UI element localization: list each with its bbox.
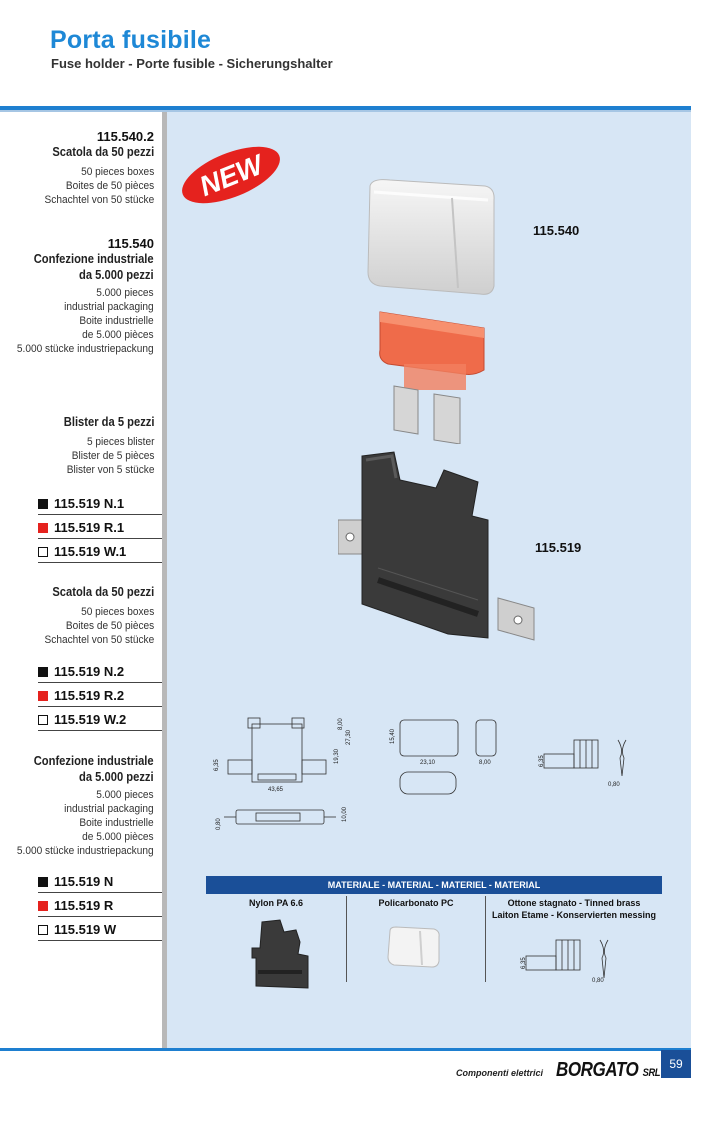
- variant-red: 115.519 R.1: [38, 520, 162, 539]
- block-heading: da 5.000 pezzi: [79, 769, 154, 784]
- block-line: 50 pieces boxes: [80, 166, 154, 178]
- block-heading: Scatola da 50 pezzi: [52, 144, 155, 159]
- white-swatch-icon: [38, 925, 48, 935]
- top-rule: [0, 106, 691, 110]
- block-line: Boites de 50 pièces: [65, 620, 154, 632]
- holder-drawing: 6,35 19,30 27,30 8,00 43,65 0,80 10,00: [214, 717, 352, 830]
- material-polycarbonate: Policarbonato PC: [378, 898, 454, 908]
- block-line: Schachtel von 50 stücke: [44, 194, 154, 206]
- block-line: industrial packaging: [64, 301, 154, 313]
- variant-black: 115.519 N.1: [38, 496, 162, 515]
- svg-text:8,00: 8,00: [479, 760, 491, 766]
- svg-text:6,35: 6,35: [521, 957, 527, 969]
- block-heading: da 5.000 pezzi: [79, 267, 154, 282]
- block-line: Boites de 50 pièces: [65, 180, 154, 192]
- sidebar-block-5: Confezione industriale da 5.000 pezzi 5.…: [5, 753, 154, 858]
- block-line: Boite industrielle: [79, 817, 154, 829]
- column-divider: [485, 896, 486, 982]
- svg-text:0,80: 0,80: [592, 978, 604, 984]
- svg-text:15,40: 15,40: [390, 728, 396, 744]
- polycarbonate-cover-image: [387, 926, 440, 968]
- block-heading: Scatola da 50 pezzi: [52, 584, 155, 599]
- fuse-cover-image: [367, 179, 495, 295]
- red-swatch-icon: [38, 691, 48, 701]
- page-title: Porta fusibile: [50, 26, 212, 54]
- black-swatch-icon: [38, 667, 48, 677]
- svg-text:6,35: 6,35: [539, 755, 545, 767]
- sidebar-block-2: 115.540 Confezione industriale da 5.000 …: [5, 236, 154, 356]
- svg-text:23,10: 23,10: [420, 760, 436, 766]
- block-heading: Blister da 5 pezzi: [63, 414, 154, 429]
- block-line: 50 pieces boxes: [80, 606, 154, 618]
- fuse-holder-image: [338, 451, 535, 641]
- material-nylon: Nylon PA 6.6: [248, 898, 303, 908]
- red-swatch-icon: [38, 523, 48, 533]
- variant-red: 115.519 R: [38, 898, 162, 917]
- block-line: 5 pieces blister: [86, 436, 154, 448]
- svg-text:19,30: 19,30: [334, 748, 340, 764]
- page-number: 59: [661, 1050, 691, 1078]
- block-heading: Confezione industriale: [34, 251, 154, 266]
- block-line: industrial packaging: [64, 803, 154, 815]
- terminal-drawing: 6,35 0,80: [539, 739, 627, 788]
- variant-white: 115.519 W.1: [38, 544, 162, 563]
- sidebar-block-3: Blister da 5 pezzi 5 pieces blister Blis…: [49, 414, 154, 477]
- svg-text:27,30: 27,30: [346, 729, 352, 745]
- variant-white: 115.519 W.2: [38, 712, 162, 731]
- top-rule-light: [0, 110, 691, 112]
- block-line: de 5.000 pièces: [82, 831, 154, 843]
- cover-drawing: 15,40 23,10 8,00: [390, 719, 497, 795]
- sidebar-block-4: Scatola da 50 pezzi 50 pieces boxes Boit…: [35, 584, 154, 647]
- svg-text:0,80: 0,80: [608, 782, 620, 788]
- svg-text:43,65: 43,65: [268, 787, 284, 793]
- black-swatch-icon: [38, 499, 48, 509]
- block-heading: Confezione industriale: [34, 753, 154, 768]
- black-swatch-icon: [38, 877, 48, 887]
- brand-logo: BORGATO SRL: [556, 1059, 661, 1081]
- nylon-holder-image: [251, 919, 309, 989]
- materials-header: MATERIALE - MATERIAL - MATERIEL - MATERI…: [206, 876, 662, 894]
- sidebar-divider: [162, 112, 167, 1048]
- svg-text:8,00: 8,00: [338, 718, 344, 730]
- variant-black: 115.519 N.2: [38, 664, 162, 683]
- white-swatch-icon: [38, 547, 48, 557]
- holder-code-label: 115.519: [535, 540, 582, 555]
- block-line: 5.000 pieces: [96, 287, 154, 299]
- white-swatch-icon: [38, 715, 48, 725]
- variant-black: 115.519 N: [38, 874, 162, 893]
- block-line: Schachtel von 50 stücke: [44, 634, 154, 646]
- svg-text:10,00: 10,00: [342, 806, 348, 822]
- block-line: Blister von 5 stücke: [66, 464, 154, 476]
- block-line: de 5.000 pièces: [82, 329, 154, 341]
- variant-red: 115.519 R.2: [38, 688, 162, 707]
- sidebar-block-1: 115.540.2 Scatola da 50 pezzi 50 pieces …: [35, 129, 154, 207]
- cover-code-label: 115.540: [533, 223, 580, 238]
- block-line: 5.000 stücke industriepackung: [17, 845, 154, 857]
- svg-text:0,80: 0,80: [216, 818, 222, 830]
- page-subtitle: Fuse holder - Porte fusible - Sicherungs…: [51, 56, 333, 71]
- brass-terminal-drawing: 6,35 0,80: [521, 939, 609, 984]
- red-swatch-icon: [38, 901, 48, 911]
- footer-category: Componenti elettrici: [456, 1068, 544, 1078]
- block-line: 5.000 pieces: [96, 789, 154, 801]
- new-badge-icon: NEW: [182, 146, 280, 204]
- svg-text:6,35: 6,35: [214, 759, 220, 771]
- bottom-rule: [0, 1048, 691, 1051]
- block-line: Boite industrielle: [79, 315, 154, 327]
- material-brass: Ottone stagnato - Tinned brass Laiton Et…: [491, 898, 657, 920]
- block-line: 5.000 stücke industriepackung: [17, 343, 154, 355]
- product-code: 115.540.2: [96, 129, 154, 144]
- blade-fuse-image: [379, 311, 485, 444]
- column-divider: [346, 896, 347, 982]
- product-code: 115.540: [107, 236, 154, 251]
- variant-white: 115.519 W: [38, 922, 162, 941]
- block-line: Blister de 5 pièces: [71, 450, 154, 462]
